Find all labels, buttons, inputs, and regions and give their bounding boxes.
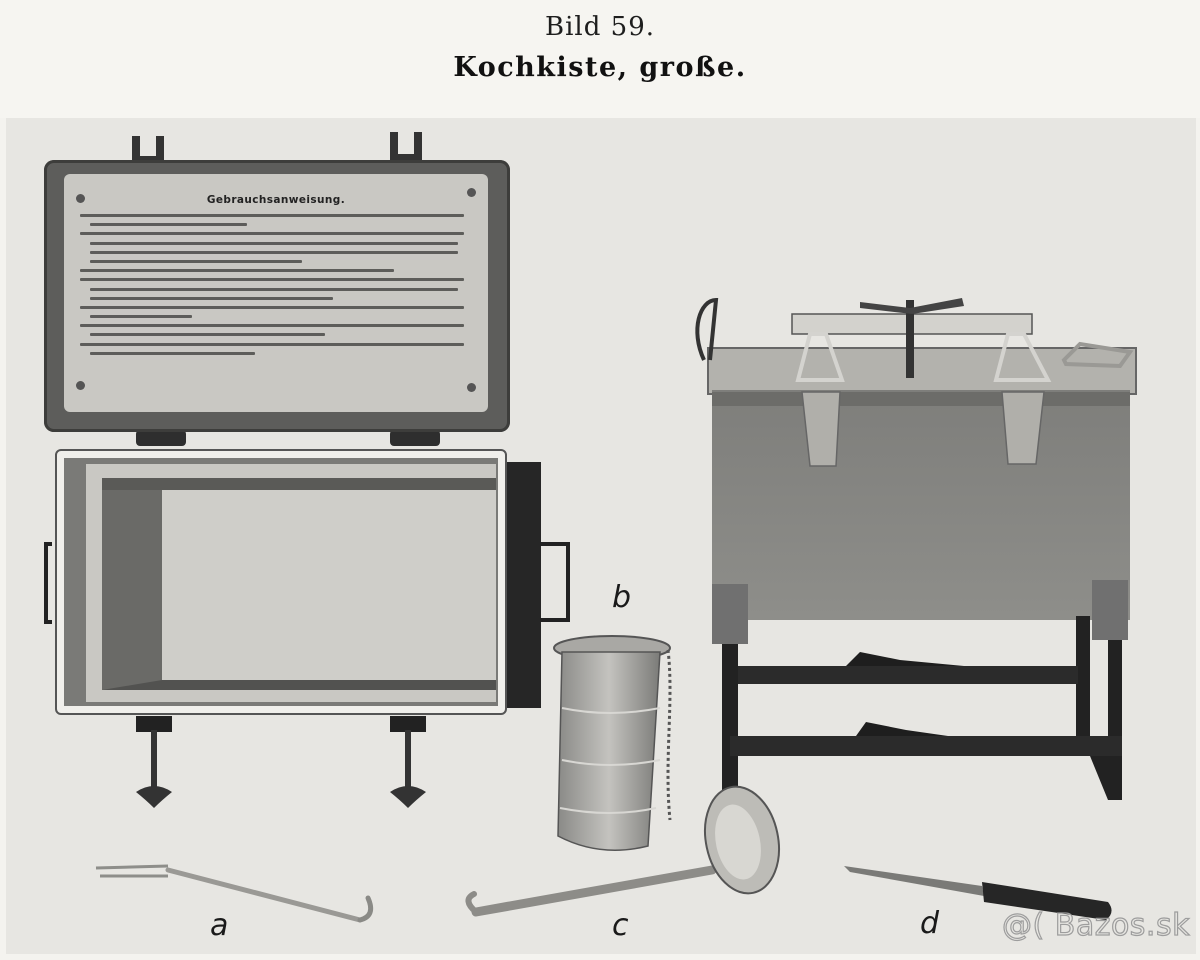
- fork-tool: [95, 864, 374, 923]
- instructions-body: [80, 214, 472, 361]
- cylinder-container: [553, 635, 672, 851]
- rivet-icon: [467, 188, 476, 197]
- label-a: a: [210, 908, 229, 943]
- watermark: @( Bazos.sk: [1001, 907, 1190, 943]
- label-c: c: [612, 908, 629, 943]
- figure-number: Bild 59.: [545, 12, 655, 42]
- page-header: Bild 59. Kochkiste, große.: [0, 0, 1200, 118]
- instructions-title: Gebrauchsanweisung.: [206, 194, 346, 206]
- box-lid: Gebrauchsanweisung.: [44, 160, 510, 432]
- rivet-icon: [76, 381, 85, 390]
- knife-tool: [844, 866, 1112, 920]
- open-box: [44, 449, 570, 808]
- ladle-tool: [465, 785, 780, 917]
- label-d: d: [920, 906, 940, 941]
- instruction-plate: Gebrauchsanweisung.: [64, 174, 488, 412]
- rivet-icon: [467, 383, 476, 392]
- closed-cooking-box: [695, 297, 1137, 800]
- label-b: b: [612, 580, 632, 615]
- figure-caption: Kochkiste, große.: [453, 52, 747, 83]
- rivet-icon: [76, 194, 85, 203]
